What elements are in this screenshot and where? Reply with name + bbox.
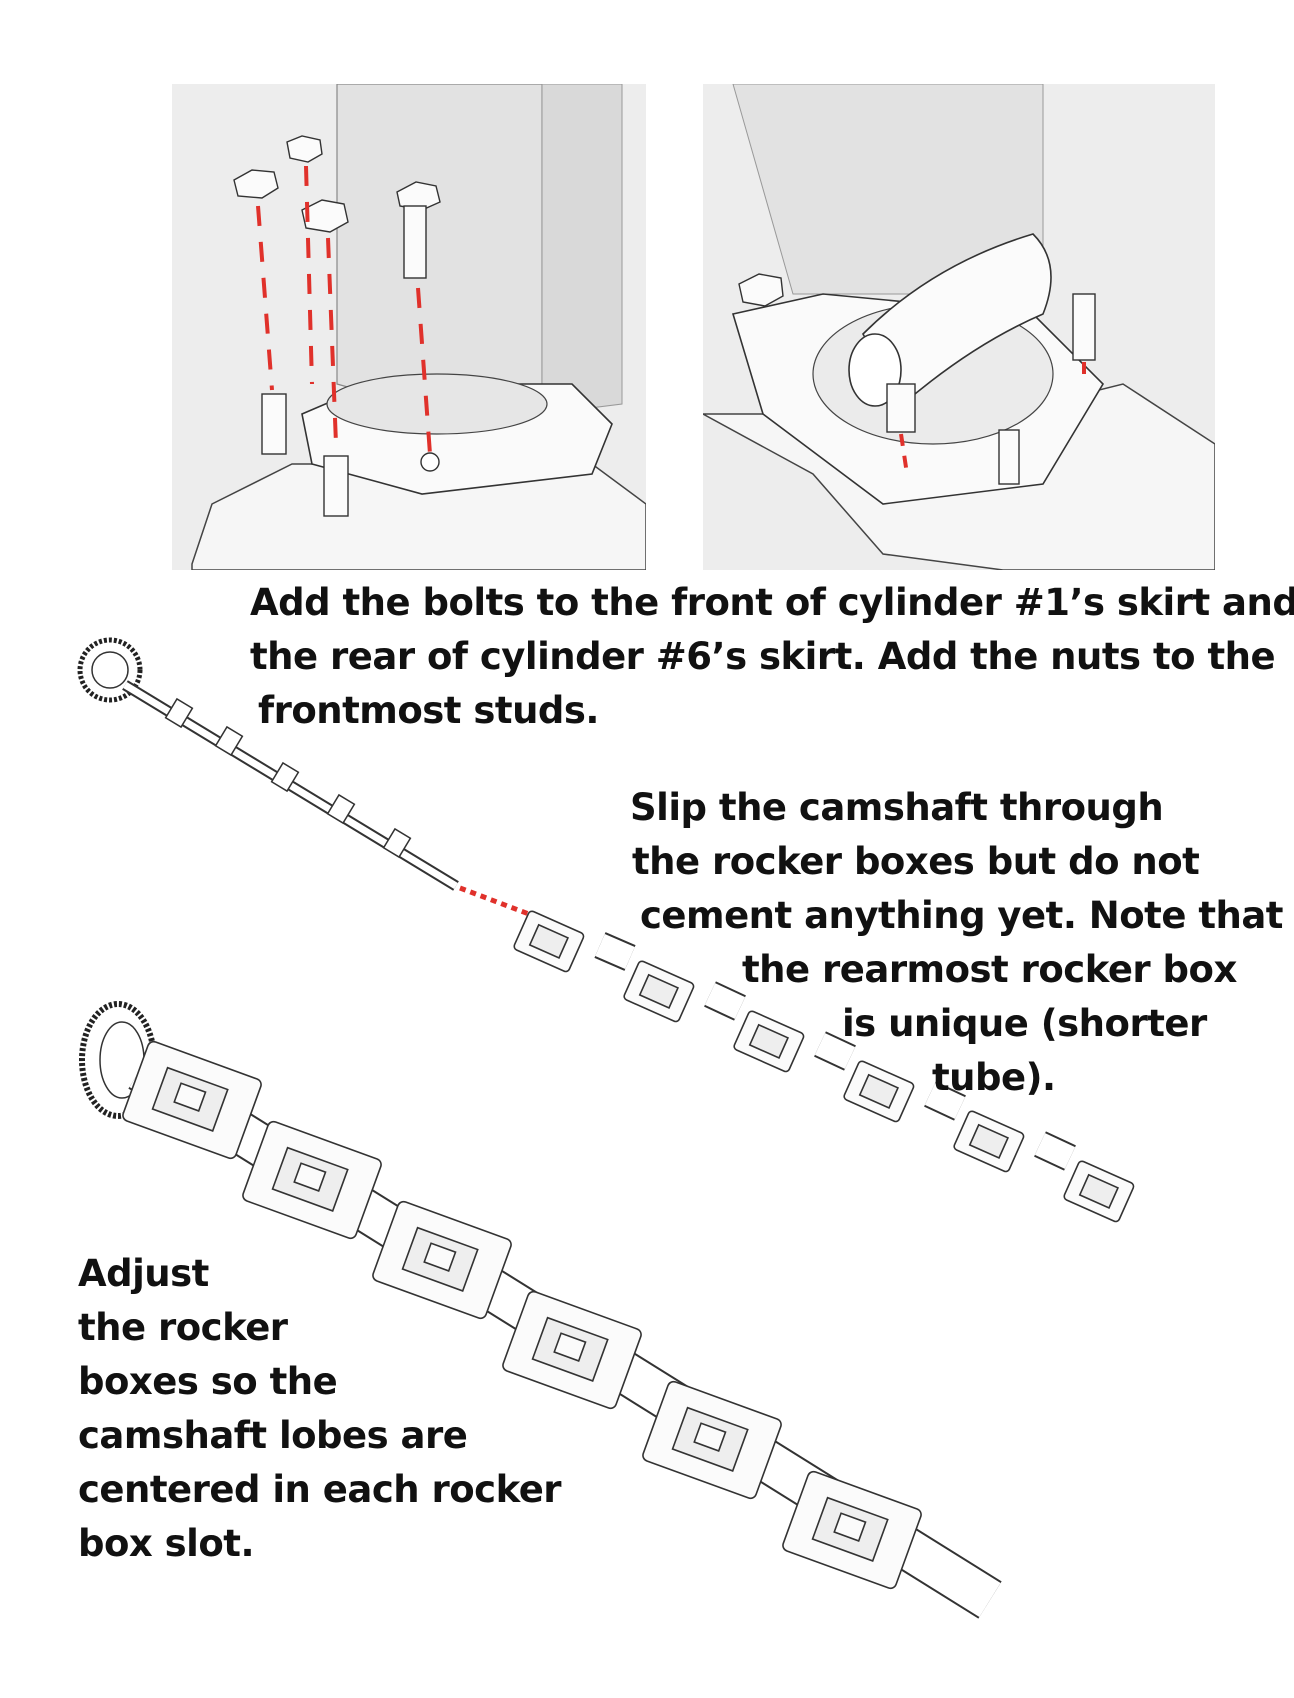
caption-line: cement anything yet. Note that xyxy=(640,894,1284,937)
cylinder-6-skirt-illustration xyxy=(703,84,1215,570)
caption-line: box slot. xyxy=(78,1522,255,1565)
caption-line: boxes so the xyxy=(78,1360,338,1403)
caption-line: Add the bolts to the front of cylinder #… xyxy=(250,581,1294,624)
caption-line: the rocker boxes but do not xyxy=(632,840,1200,883)
caption-line: frontmost studs. xyxy=(258,689,599,732)
caption-line: Slip the camshaft through xyxy=(630,786,1164,829)
camshaft-instruction-caption: Slip the camshaft through the rocker box… xyxy=(630,781,1284,1105)
caption-line: tube). xyxy=(932,1056,1056,1099)
caption-line: the rear of cylinder #6’s skirt. Add the… xyxy=(250,635,1276,678)
caption-line: the rearmost rocker box xyxy=(742,948,1237,991)
camshaft-exploded-diagram xyxy=(77,637,1135,1223)
adjust-instruction-caption: Adjust the rocker boxes so the camshaft … xyxy=(78,1247,562,1571)
caption-line: Adjust xyxy=(78,1252,209,1295)
caption-line: the rocker xyxy=(78,1306,288,1349)
caption-line: centered in each rocker xyxy=(78,1468,562,1511)
caption-line: is unique (shorter xyxy=(842,1002,1207,1045)
camshaft-assembled-diagram xyxy=(79,1001,1002,1619)
caption-line: camshaft lobes are xyxy=(78,1414,468,1457)
bolts-instruction-caption: Add the bolts to the front of cylinder #… xyxy=(250,576,1294,738)
cylinder-1-skirt-illustration xyxy=(172,84,646,570)
